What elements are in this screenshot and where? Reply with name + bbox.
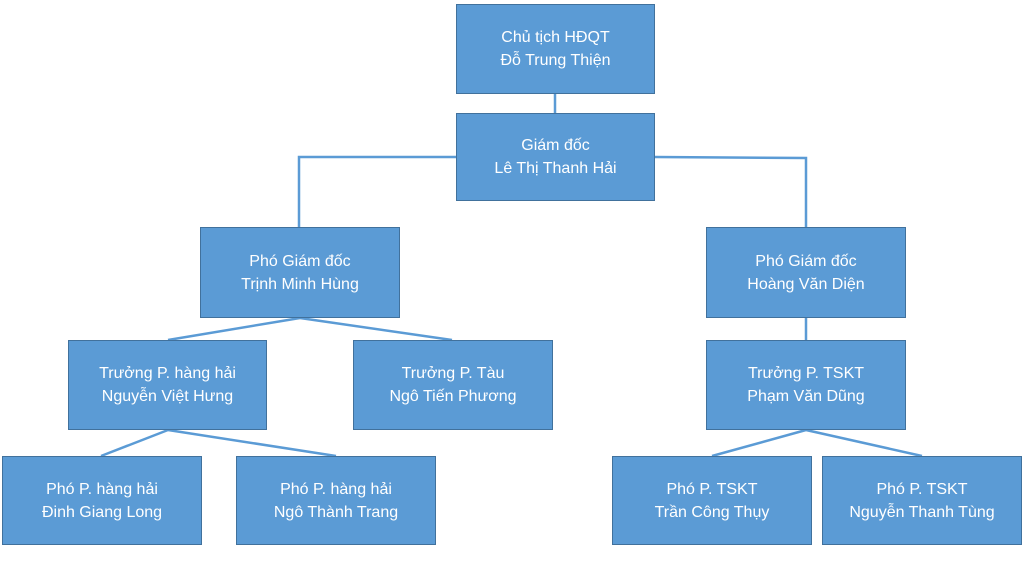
node-vice-navigation-2: Phó P. hàng hải Ngô Thành Trang [236,456,436,545]
connector-deputy-left-head-ship [299,316,453,342]
node-title: Giám đốc [521,137,590,154]
node-person-name: Phạm Văn Dũng [747,388,865,405]
connector-director-deputy-right [654,155,808,227]
node-person-name: Ngô Tiến Phương [389,388,517,405]
node-person-name: Đỗ Trung Thiện [500,52,611,69]
node-title: Phó P. hàng hải [280,480,392,498]
node-vice-tskt-1: Phó P. TSKT Trần Công Thụy [612,456,812,545]
connector-director-deputy-left [297,155,457,227]
node-title: Trưởng P. TSKT [747,365,865,382]
connector-head-tskt-vice-1 [711,428,807,458]
node-vice-tskt-2: Phó P. TSKT Nguyễn Thanh Tùng [822,456,1022,545]
node-person-name: Trịnh Minh Hùng [241,275,359,293]
node-person-name: Lê Thị Thanh Hải [494,160,617,177]
node-title: Phó P. TSKT [876,480,968,498]
node-deputy-right: Phó Giám đốc Hoàng Văn Diện [706,227,906,318]
node-title: Phó P. TSKT [666,480,758,498]
connector-head-navigation-vice-1 [100,428,169,458]
node-title: Chủ tịch HĐQT [501,29,610,46]
node-person-name: Ngô Thành Trang [273,503,399,521]
node-title: Trưởng P. Tàu [401,365,505,382]
node-person-name: Đinh Giang Long [41,503,163,521]
node-title: Trưởng P. hàng hải [99,365,236,382]
node-title: Phó Giám đốc [755,252,857,270]
node-vice-navigation-1: Phó P. hàng hải Đinh Giang Long [2,456,202,545]
node-person-name: Nguyễn Việt Hưng [101,388,234,405]
node-title: Phó P. hàng hải [46,480,158,498]
node-person-name: Nguyễn Thanh Tùng [849,503,995,521]
connector-head-navigation-vice-2 [167,428,337,458]
node-head-tskt: Trưởng P. TSKT Phạm Văn Dũng [706,340,906,430]
connector-head-tskt-vice-2 [805,428,923,458]
connector-deputy-left-head-navigation [167,316,301,342]
node-deputy-left: Phó Giám đốc Trịnh Minh Hùng [200,227,400,318]
node-head-navigation: Trưởng P. hàng hải Nguyễn Việt Hưng [68,340,267,430]
node-head-ship: Trưởng P. Tàu Ngô Tiến Phương [353,340,553,430]
node-person-name: Trần Công Thụy [654,503,770,521]
node-chairman: Chủ tịch HĐQT Đỗ Trung Thiện [456,4,655,94]
node-person-name: Hoàng Văn Diện [747,275,865,293]
node-title: Phó Giám đốc [249,252,351,270]
node-director: Giám đốc Lê Thị Thanh Hải [456,113,655,201]
